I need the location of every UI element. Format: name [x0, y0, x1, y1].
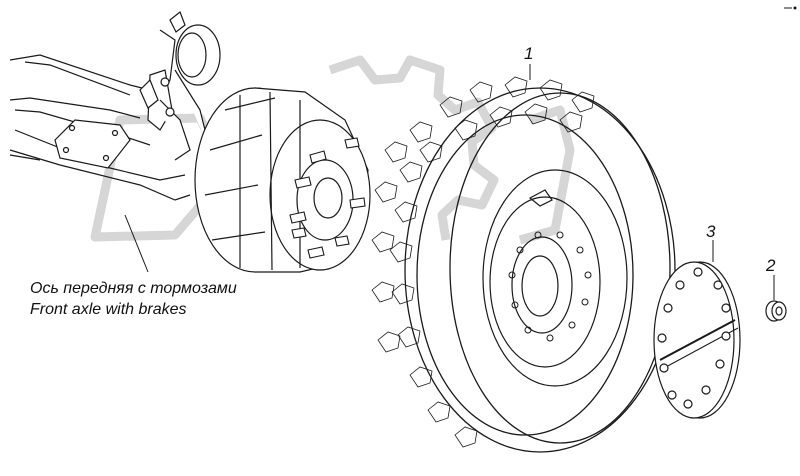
spring-pad [54, 119, 131, 169]
brake-chamber-assembly [139, 11, 221, 161]
wheel-rim [482, 169, 628, 387]
leader-lines [124, 64, 775, 300]
brake-drum [194, 87, 371, 273]
axle-label-ru: Ось передняя с тормозами [30, 280, 237, 297]
tire-tread [371, 76, 595, 448]
callout-number-3: 3 [706, 222, 716, 241]
tire [404, 87, 676, 453]
callout-number-2: 2 [766, 256, 776, 275]
rim-bolt-holes [508, 231, 592, 342]
axle-label-en: Front axle with brakes [30, 301, 187, 318]
leader-line-axle [124, 214, 149, 273]
corner-mark [784, 6, 797, 10]
front-axle-beam [9, 54, 191, 201]
wheel-studs [289, 137, 366, 259]
wheel-nut [765, 300, 787, 322]
hub-cover [653, 261, 741, 419]
callout-number-1: 1 [524, 44, 534, 63]
